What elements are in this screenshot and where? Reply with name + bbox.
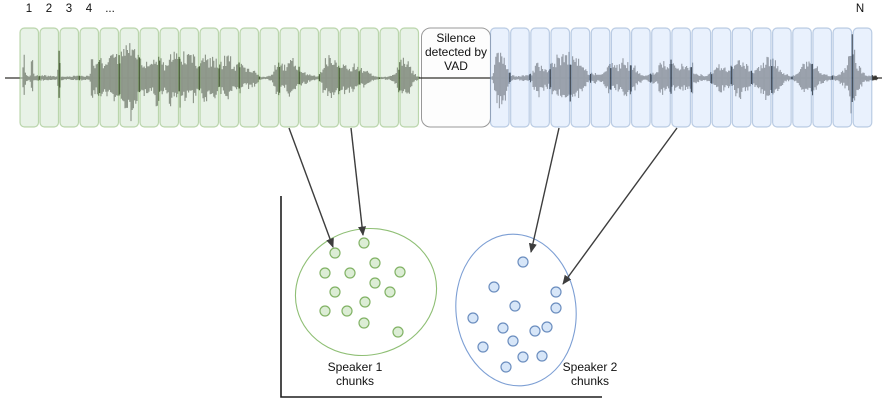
speaker2-chunk-dot — [517, 351, 529, 363]
audio-chunk-green — [119, 27, 140, 128]
audio-chunk-green — [179, 27, 200, 128]
chunk-to-cluster-arrow — [562, 127, 678, 285]
audio-chunk-blue — [711, 27, 732, 128]
speaker1-chunk-dot — [392, 326, 404, 338]
speaker1-cluster-ellipse — [294, 227, 438, 357]
chunk-number-1: 1 — [25, 3, 33, 15]
audio-chunk-green — [59, 27, 80, 128]
audio-chunk-green — [259, 27, 280, 128]
speaker2-chunk-dot — [550, 302, 562, 314]
speaker1-chunk-dot — [394, 266, 406, 278]
speaker1-chunk-dot — [344, 267, 356, 279]
chunk-arrows-group — [288, 127, 678, 285]
speaker2-chunk-dot — [517, 256, 529, 268]
cluster-axes-group — [280, 196, 602, 398]
audio-chunk-green — [19, 27, 40, 128]
speaker1-chunk-dot — [359, 296, 371, 308]
audio-chunk-green — [199, 27, 220, 128]
audio-chunk-blue — [610, 27, 631, 128]
speaker1-chunk-dot — [329, 247, 341, 259]
speaker2-chunk-dot — [477, 341, 489, 353]
cluster-dots-group — [319, 237, 562, 373]
audio-chunk-green — [359, 27, 380, 128]
speaker2-chunk-dot — [507, 335, 519, 347]
speaker1-chunk-dot — [319, 305, 331, 317]
cluster-axes — [280, 196, 602, 398]
audio-chunk-blue — [751, 27, 772, 128]
speaker1-chunks-label: Speaker 1 chunks — [327, 360, 383, 388]
speaker1-chunk-dot — [369, 277, 381, 289]
chunk-number-2: 2 — [45, 3, 53, 15]
audio-chunk-blue — [570, 27, 591, 128]
chunk-to-cluster-arrow — [288, 127, 334, 248]
chunk-number-ellipsis: ... — [105, 3, 115, 15]
audio-chunk-green — [299, 27, 320, 128]
chunk-to-cluster-arrow — [528, 127, 560, 253]
audio-chunk-green — [379, 27, 400, 128]
speaker2-chunk-dot — [550, 286, 562, 298]
audio-chunk-blue — [510, 27, 530, 128]
audio-chunk-blue — [651, 27, 671, 128]
audio-chunk-green — [159, 27, 180, 128]
audio-chunk-green — [99, 27, 120, 128]
speaker2-cluster-ellipse — [455, 233, 577, 387]
speaker2-chunks-label: Speaker 2 chunks — [562, 360, 618, 388]
audio-chunk-blue — [489, 27, 510, 128]
audio-chunk-blue — [731, 27, 752, 128]
audio-chunk-green — [219, 27, 240, 128]
speaker2-chunk-dot — [500, 361, 512, 373]
speaker1-chunk-dot — [319, 267, 331, 279]
audio-chunk-blue — [671, 27, 692, 128]
audio-chunk-green — [399, 27, 420, 128]
speaker1-chunk-dot — [369, 257, 381, 269]
audio-chunk-blue — [530, 27, 550, 128]
speaker2-chunk-dot — [467, 312, 479, 324]
chunk-number-last: N — [855, 3, 865, 15]
audio-chunk-blue — [590, 27, 611, 128]
audio-chunk-green — [139, 27, 160, 128]
speaker2-chunk-dot — [536, 350, 548, 362]
chunk-number-4: 4 — [85, 3, 93, 15]
speaker2-chunk-dot — [529, 325, 541, 337]
audio-chunk-green — [239, 27, 260, 128]
audio-chunk-blue — [691, 27, 712, 128]
audio-chunk-blue — [550, 27, 571, 128]
speaker1-chunk-dot — [341, 305, 353, 317]
audio-chunk-green — [279, 27, 300, 128]
speaker1-chunk-dot — [358, 317, 370, 329]
audio-chunk-blue — [630, 27, 651, 128]
audio-chunk-green — [339, 27, 360, 128]
chunk-strip-group — [19, 27, 873, 128]
audio-chunk-blue — [832, 27, 853, 128]
audio-chunk-blue — [812, 27, 833, 128]
audio-chunk-green — [39, 27, 60, 128]
speaker1-chunk-dot — [329, 286, 341, 298]
chunk-to-cluster-arrow — [350, 127, 367, 236]
audio-chunk-blue — [771, 27, 792, 128]
audio-chunk-green — [319, 27, 340, 128]
speaker1-chunk-dot — [358, 237, 370, 249]
speaker1-chunk-dot — [384, 286, 396, 298]
audio-chunk-green — [79, 27, 100, 128]
speaker2-chunk-dot — [488, 281, 500, 293]
speaker2-chunk-dot — [541, 321, 553, 333]
audio-chunk-blue — [792, 27, 812, 128]
cluster-ellipses-group — [294, 227, 577, 387]
silence-vad-label: Silence detected by VAD — [424, 31, 488, 73]
speaker2-chunk-dot — [509, 300, 521, 312]
speaker2-chunk-dot — [497, 322, 509, 334]
chunk-number-3: 3 — [65, 3, 73, 15]
audio-chunk-blue — [852, 27, 873, 128]
